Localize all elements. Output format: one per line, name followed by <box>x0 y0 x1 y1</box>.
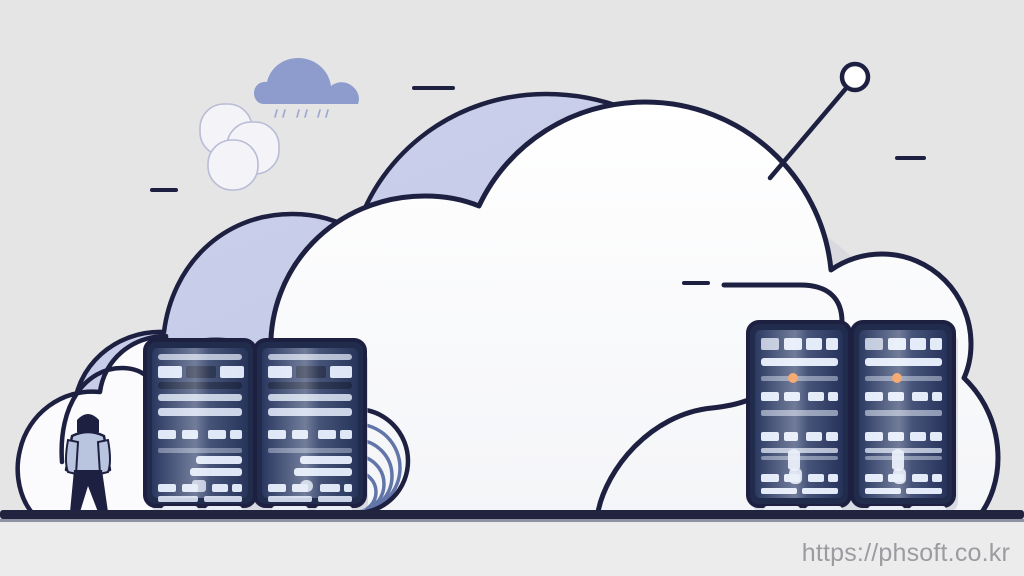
rack-group-left[interactable] <box>143 338 368 513</box>
rack-left-1[interactable] <box>143 338 257 513</box>
rack-right-1[interactable] <box>746 320 852 513</box>
fan-vent-outline <box>355 406 411 516</box>
bubble-shapes <box>199 103 280 191</box>
floor-area <box>0 522 1024 576</box>
rain-cloud <box>254 58 359 118</box>
watermark-url: https://phsoft.co.kr <box>801 539 1010 567</box>
rack-left-2[interactable] <box>253 338 367 513</box>
rack-group-right[interactable] <box>746 320 958 513</box>
rack-right-2[interactable] <box>850 320 956 513</box>
antenna-node <box>767 61 871 181</box>
dash-marks <box>150 86 926 285</box>
ground-line <box>0 510 1024 522</box>
technician-figure <box>64 414 112 512</box>
